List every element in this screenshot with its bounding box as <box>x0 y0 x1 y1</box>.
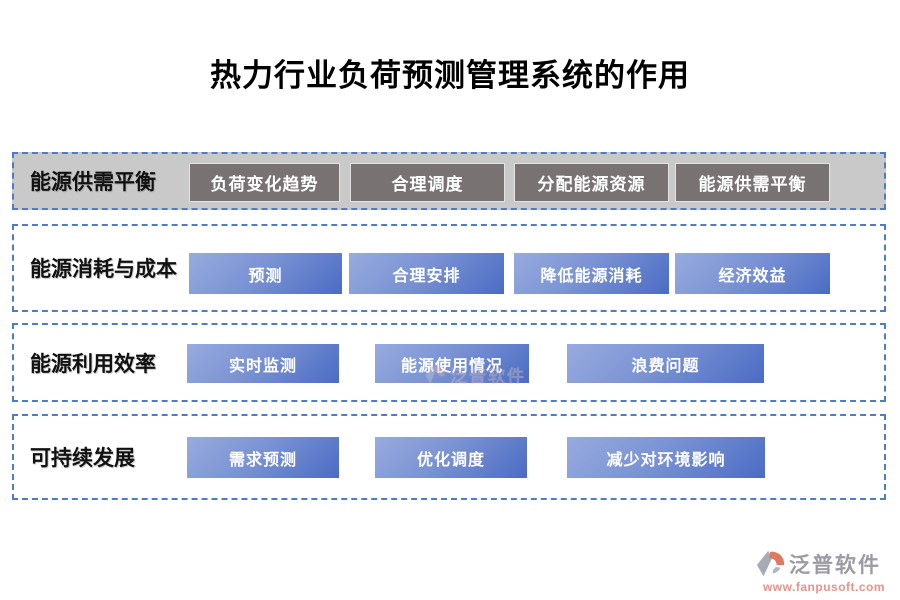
page-title: 热力行业负荷预测管理系统的作用 <box>210 58 690 93</box>
diagram-box: 预测 <box>189 253 342 294</box>
diagram-box: 分配能源资源 <box>514 163 669 202</box>
row-sustainable-development: 可持续发展 需求预测 优化调度 减少对环境影响 <box>12 414 886 500</box>
row-label: 可持续发展 <box>30 446 135 470</box>
diagram-box: 需求预测 <box>187 437 339 478</box>
diagram-box: 优化调度 <box>375 437 527 478</box>
watermark-url: www.fanpusoft.com <box>762 580 886 594</box>
row-label: 能源供需平衡 <box>30 170 156 194</box>
fanpu-logo-icon <box>756 550 785 577</box>
diagram-box: 合理调度 <box>350 163 505 202</box>
diagram-box: 能源使用情况 <box>375 344 529 383</box>
diagram-box: 负荷变化趋势 <box>189 163 340 202</box>
row-energy-supply-demand: 能源供需平衡 负荷变化趋势 合理调度 分配能源资源 能源供需平衡 <box>12 152 886 210</box>
watermark-brand-text: 泛普软件 <box>789 554 881 577</box>
diagram-box: 降低能源消耗 <box>514 253 669 294</box>
diagram-box: 经济效益 <box>675 253 830 294</box>
row-label: 能源利用效率 <box>30 351 156 376</box>
row-label: 能源消耗与成本 <box>30 257 177 281</box>
diagram-box: 减少对环境影响 <box>567 437 765 478</box>
row-energy-utilization-efficiency: 能源利用效率 实时监测 能源使用情况 浪费问题 <box>12 323 886 402</box>
diagram-box: 能源供需平衡 <box>675 163 830 202</box>
diagram-box: 合理安排 <box>349 253 504 294</box>
row-energy-consumption-cost: 能源消耗与成本 预测 合理安排 降低能源消耗 经济效益 <box>12 224 886 312</box>
diagram-box: 浪费问题 <box>567 344 764 383</box>
footer-watermark: 泛普软件 www.fanpusoft.com <box>756 549 892 594</box>
diagram-box: 实时监测 <box>187 344 339 383</box>
